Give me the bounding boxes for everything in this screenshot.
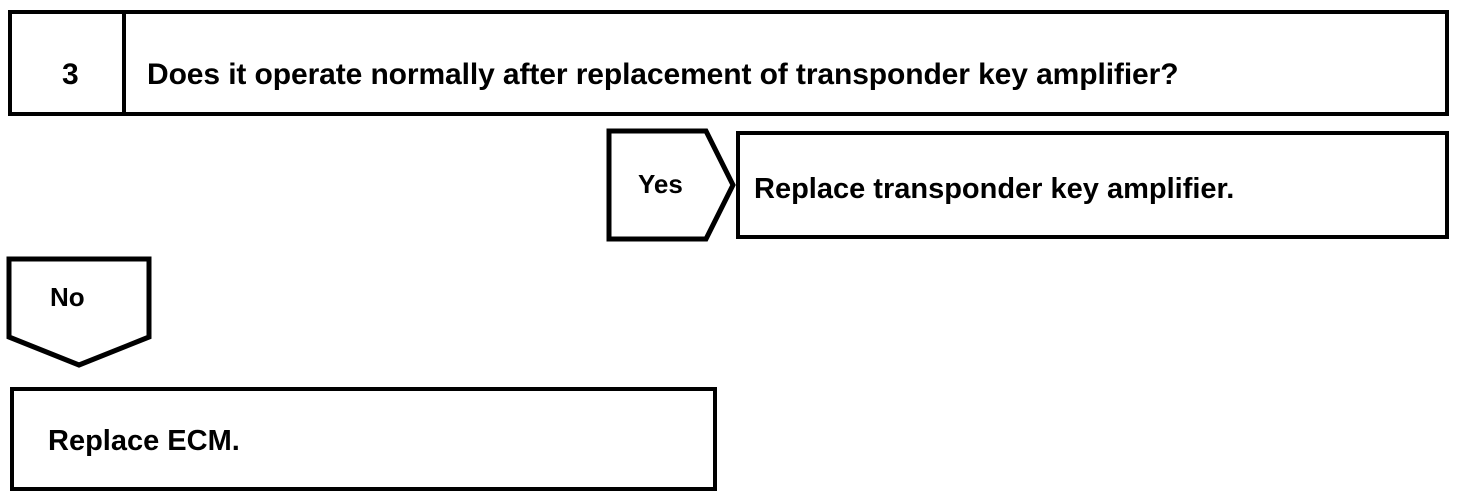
step-number: 3 (62, 58, 79, 91)
yes-branch-connector: Yes (606, 128, 736, 242)
down-arrow-pentagon-icon (6, 256, 152, 368)
no-label: No (50, 282, 85, 312)
action-replace-amplifier-text: Replace transponder key amplifier. (754, 173, 1235, 205)
step-row-divider (122, 14, 126, 112)
action-box-replace-amplifier: Replace transponder key amplifier. (736, 131, 1449, 239)
step-question-text: Does it operate normally after replaceme… (147, 58, 1179, 91)
no-branch-connector: No (6, 256, 152, 368)
action-box-replace-ecm: Replace ECM. (10, 387, 717, 491)
right-arrow-pentagon-icon (606, 128, 736, 242)
step-row: 3 Does it operate normally after replace… (8, 10, 1449, 116)
action-replace-ecm-text: Replace ECM. (48, 425, 240, 457)
yes-label: Yes (638, 169, 683, 199)
